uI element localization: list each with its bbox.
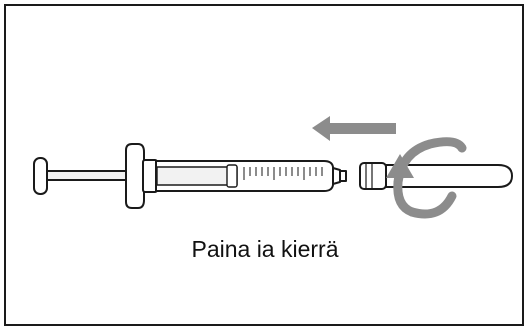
twist-arrow-icon bbox=[393, 137, 467, 219]
syringe-icon bbox=[33, 143, 347, 209]
twist-arrow-head bbox=[386, 154, 414, 178]
barrel-graduations bbox=[243, 167, 323, 180]
push-arrow-icon bbox=[312, 116, 396, 141]
figure-caption: Paina ia kierrä bbox=[191, 236, 339, 262]
needle-cap-icon bbox=[359, 162, 513, 190]
